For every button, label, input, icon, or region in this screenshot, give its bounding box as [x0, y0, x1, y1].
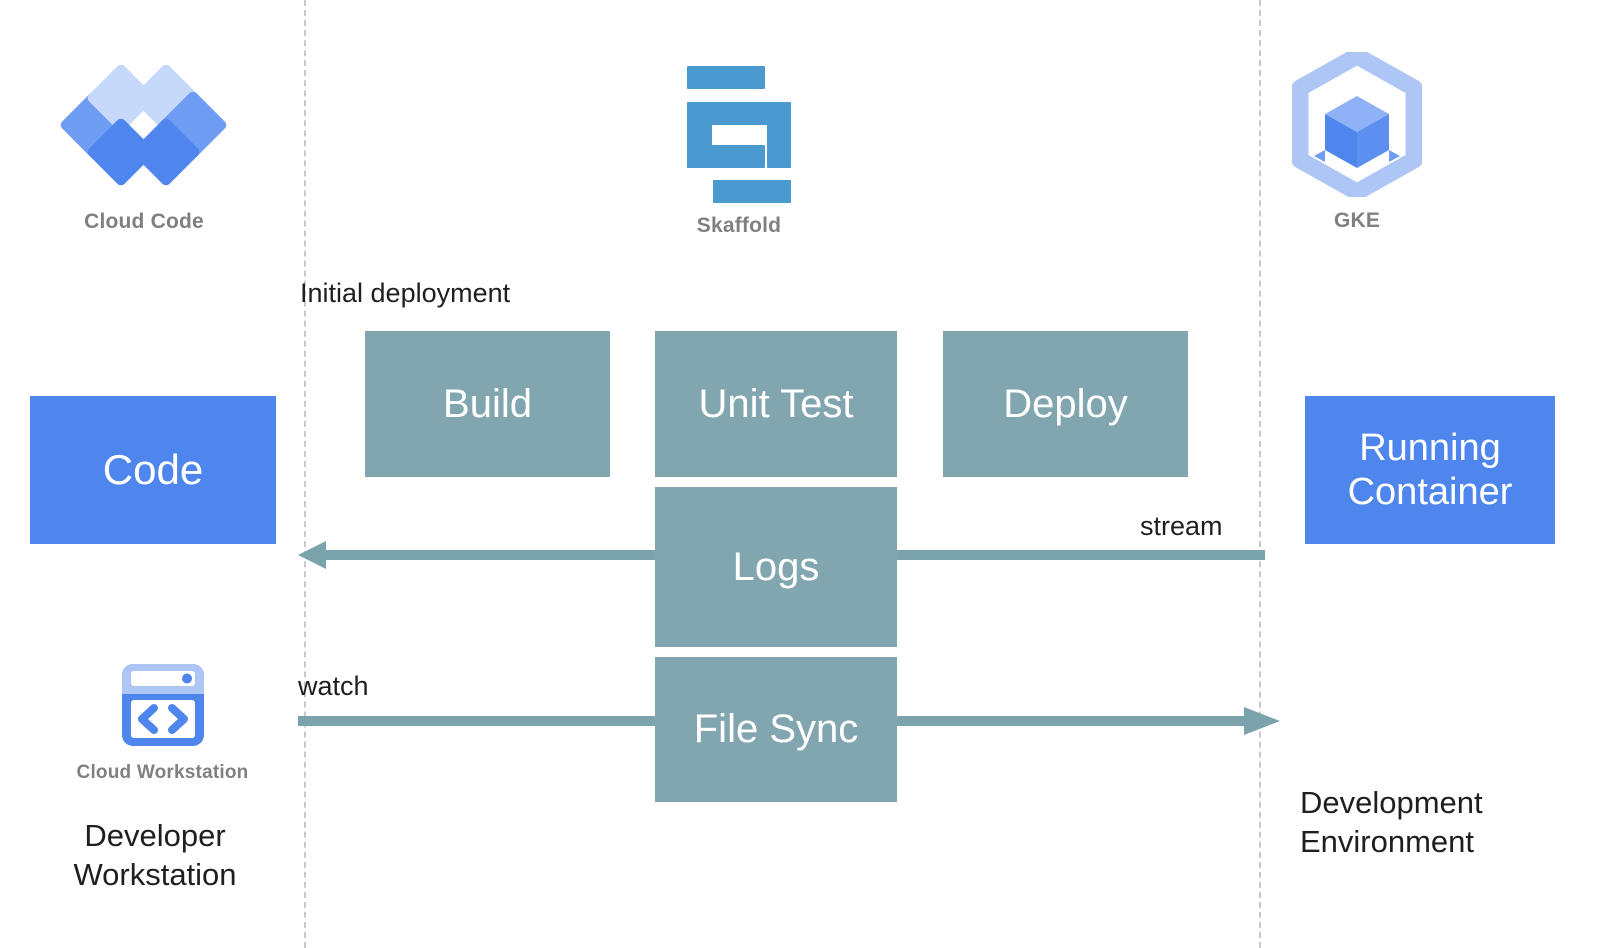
- skaffold-logo-block: Skaffold: [614, 62, 864, 238]
- skaffold-icon: [679, 62, 799, 203]
- cloud-code-icon: [58, 62, 229, 192]
- cloud-workstation-label: Cloud Workstation: [76, 762, 249, 783]
- build-box[interactable]: Build: [365, 331, 610, 477]
- skaffold-label: Skaffold: [696, 214, 782, 237]
- running-container-box[interactable]: Running Container: [1305, 396, 1555, 544]
- cloud-workstation-icon: [118, 660, 208, 752]
- gke-logo-block: GKE: [1232, 47, 1482, 233]
- cloud-code-logo-block: Cloud Code: [14, 62, 274, 234]
- cloud-code-label: Cloud Code: [84, 210, 204, 233]
- stream-label: stream: [1140, 511, 1223, 541]
- gke-label: GKE: [1333, 209, 1381, 232]
- deploy-box[interactable]: Deploy: [943, 331, 1188, 477]
- code-box[interactable]: Code: [30, 396, 276, 544]
- logs-box[interactable]: Logs: [655, 487, 897, 647]
- cloud-workstation-logo-block: Cloud Workstation: [40, 660, 285, 784]
- gke-hexagon-cube-svg: [1291, 47, 1423, 201]
- initial-deployment-label: Initial deployment: [300, 278, 511, 308]
- unit-test-box[interactable]: Unit Test: [655, 331, 897, 477]
- development-environment-label: Development Environment: [1300, 785, 1483, 860]
- gke-icon: [1291, 47, 1423, 201]
- watch-label: watch: [298, 671, 369, 701]
- developer-workstation-label: Developer Workstation: [73, 818, 237, 893]
- file-sync-box[interactable]: File Sync: [655, 657, 897, 802]
- workstation-window-code-svg: [121, 664, 204, 746]
- right-boundary-line: [1259, 0, 1261, 948]
- left-boundary-line: [304, 0, 306, 948]
